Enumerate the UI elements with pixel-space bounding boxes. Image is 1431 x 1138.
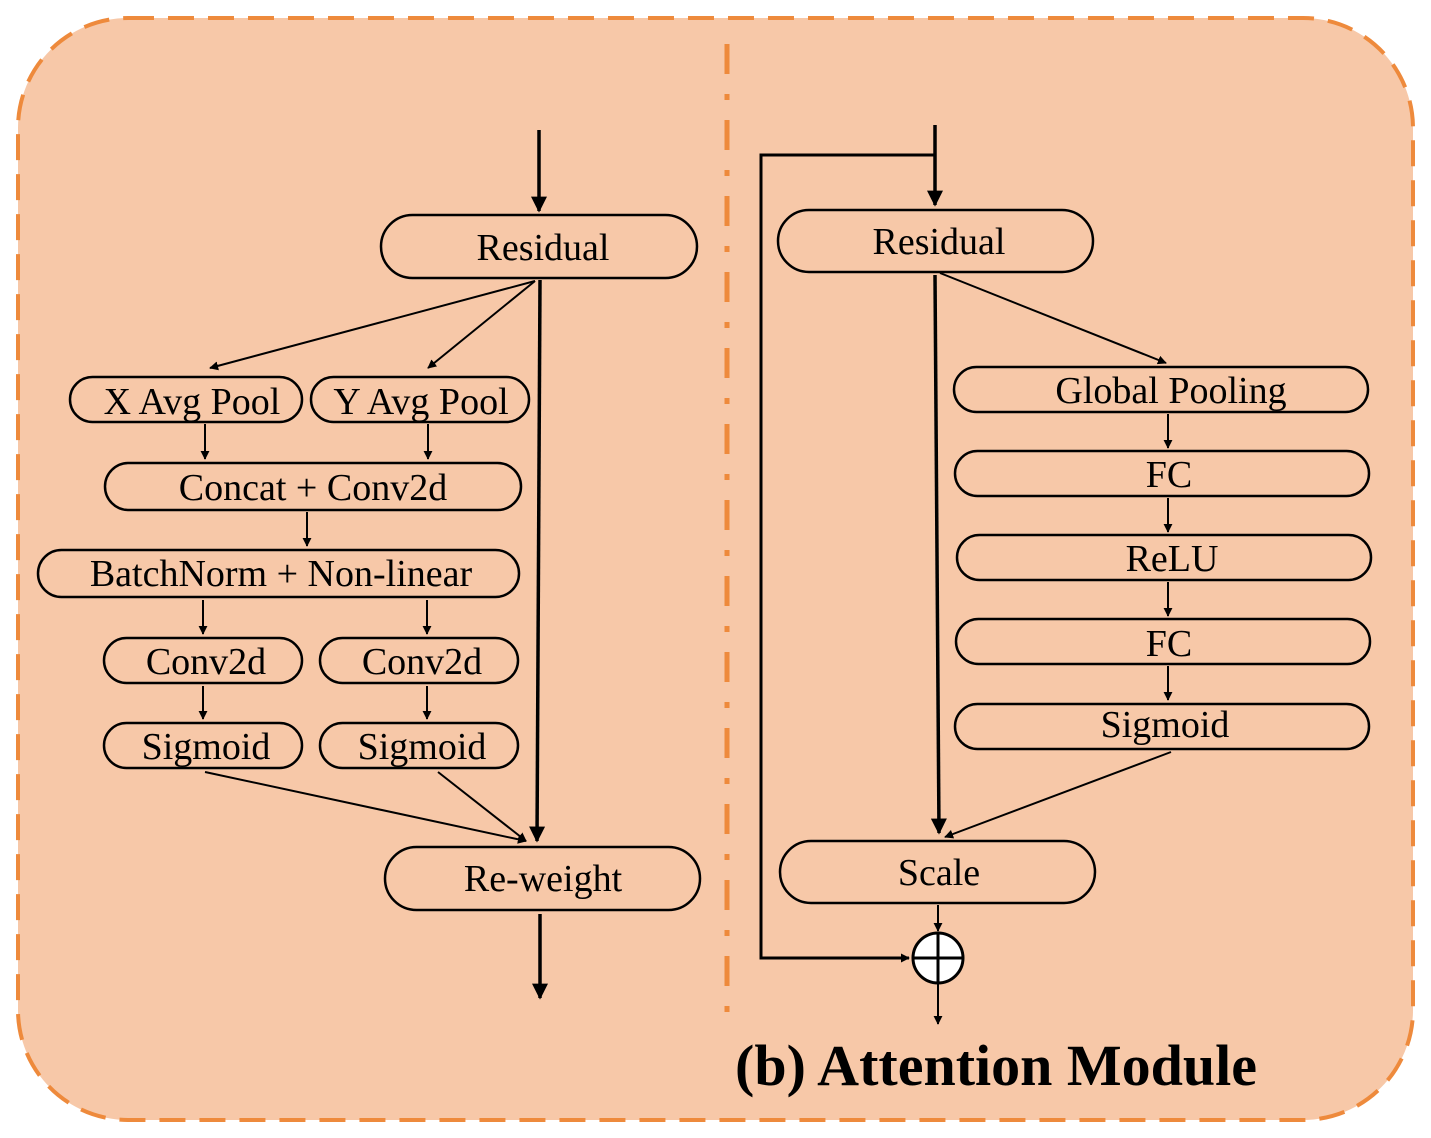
edge-residual-ypool	[427, 280, 536, 369]
node-relu: ReLU	[955, 533, 1373, 582]
node-batchnorm-nonlinear-label: BatchNorm + Non-linear	[90, 553, 473, 595]
node-fc1: FC	[953, 449, 1371, 498]
node-fc2: FC	[954, 617, 1372, 666]
node-conv2d-right: Conv2d	[318, 636, 520, 685]
sum-circle-icon	[911, 931, 965, 985]
node-scale-label: Scale	[898, 852, 980, 894]
node-global-pooling: Global Pooling	[952, 365, 1370, 414]
node-conv2d-right-label: Conv2d	[362, 641, 482, 683]
edge-sigmoid-scale	[944, 751, 1172, 839]
edge-residual-scale	[930, 274, 947, 835]
figure-caption: (b) Attention Module	[735, 1033, 1257, 1098]
node-reweight: Re-weight	[383, 845, 702, 912]
node-global-pooling-label: Global Pooling	[1055, 370, 1286, 412]
node-sigmoid-right-panel: Sigmoid	[953, 702, 1371, 751]
node-sigmoid-right-label: Sigmoid	[358, 726, 487, 768]
node-residual-left: Residual	[379, 213, 699, 280]
node-relu-label: ReLU	[1126, 538, 1219, 580]
node-sigmoid-right-panel-label: Sigmoid	[1101, 704, 1230, 746]
node-sigmoid-left: Sigmoid	[102, 721, 304, 770]
right-panel: Residual Global Pooling FC ReLU FC Sigmo…	[759, 125, 1373, 1025]
node-y-avg-pool: Y Avg Pool	[309, 375, 531, 424]
node-conv2d-left-label: Conv2d	[146, 641, 266, 683]
edge-residual-global-pooling	[939, 272, 1167, 365]
node-x-avg-pool-label: X Avg Pool	[104, 381, 281, 423]
edge-residual-reweight	[529, 279, 546, 843]
node-scale: Scale	[778, 839, 1097, 905]
node-sigmoid-right: Sigmoid	[318, 721, 520, 770]
node-concat-conv2d-label: Concat + Conv2d	[179, 467, 447, 509]
node-reweight-label: Re-weight	[464, 858, 623, 900]
node-y-avg-pool-label: Y Avg Pool	[333, 381, 508, 423]
node-fc1-label: FC	[1146, 454, 1192, 496]
node-concat-conv2d: Concat + Conv2d	[103, 461, 523, 512]
node-residual-right-label: Residual	[873, 221, 1006, 263]
node-sigmoid-left-label: Sigmoid	[142, 726, 271, 768]
node-residual-left-label: Residual	[477, 227, 610, 269]
node-residual-right: Residual	[776, 208, 1095, 274]
edge-residual-xpool	[209, 280, 536, 371]
node-fc2-label: FC	[1146, 623, 1192, 665]
edge-skip-connection	[759, 153, 935, 963]
node-conv2d-left: Conv2d	[102, 636, 304, 685]
node-batchnorm-nonlinear: BatchNorm + Non-linear	[36, 548, 521, 599]
edge-sigmoid-right-reweight	[437, 771, 527, 842]
edge-sigmoid-left-reweight	[204, 771, 527, 844]
left-panel: Residual X Avg Pool Y Avg Pool Concat + …	[36, 130, 702, 1000]
node-x-avg-pool: X Avg Pool	[68, 375, 304, 424]
